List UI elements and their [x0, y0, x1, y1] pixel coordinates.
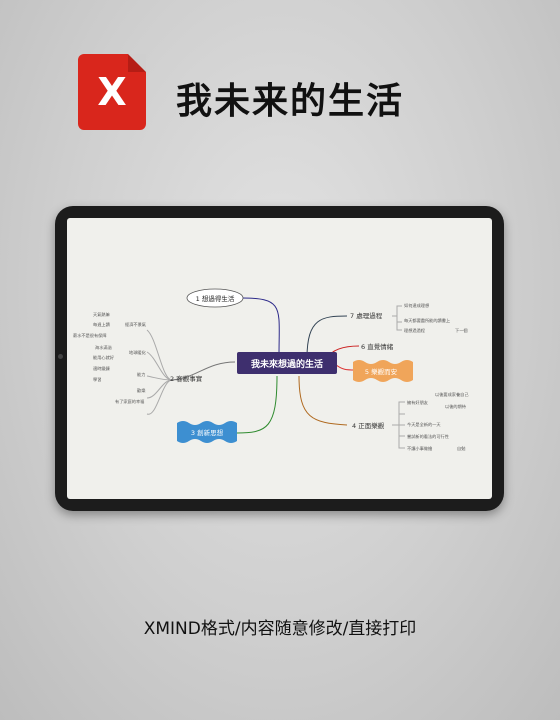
branch-b2[interactable]: 2 客觀事實	[170, 374, 203, 383]
b2-child-7: 地球暖化	[129, 349, 147, 356]
b7-child-1: 如何達成理想	[404, 302, 429, 309]
b4-child-4: 今天是全新的一天	[407, 421, 441, 428]
branch-b3[interactable]: 3 創新思想	[177, 421, 237, 443]
footer-caption: XMIND格式/内容随意修改/直接打印	[143, 619, 417, 639]
tablet-frame: 我未來想過的生活 1 想過得生活 2 客觀事實 天氣熱嘛 每週上讀 經濟不景氣 …	[55, 206, 504, 511]
b2-child-12: 有了家庭的幸福	[115, 398, 144, 405]
branch-b3-label: 3 創新思想	[191, 428, 224, 437]
b2-child-10: 能力	[137, 371, 145, 378]
b7-child-2: 每天都要盡所能的讀書上	[404, 317, 450, 324]
central-topic[interactable]: 我未來想過的生活	[237, 352, 337, 374]
connector-b3	[236, 375, 278, 434]
b4-child-2: 以後要成家養自己	[435, 391, 469, 398]
b4-child-5: 嘗試新的看法的可行性	[407, 433, 449, 440]
branch-b1[interactable]: 1 想過得生活	[186, 288, 244, 308]
connector-b1	[241, 297, 280, 357]
branch-b7[interactable]: 7 處理過程	[350, 311, 383, 320]
branch-b2-label: 2 客觀事實	[170, 374, 203, 383]
connector-b2	[171, 361, 236, 381]
b2-child-1: 天氣熱嘛	[93, 311, 111, 318]
logo-glyph: X	[97, 70, 127, 114]
branch-b7-label: 7 處理過程	[350, 311, 383, 320]
b4-child-7: 自勉	[457, 445, 466, 452]
central-topic-label: 我未來想過的生活	[251, 358, 323, 370]
tablet-screen: 我未來想過的生活 1 想過得生活 2 客觀事實 天氣熱嘛 每週上讀 經濟不景氣 …	[67, 218, 492, 499]
mind-map: 我未來想過的生活 1 想過得生活 2 客觀事實 天氣熱嘛 每週上讀 經濟不景氣 …	[73, 288, 469, 452]
branch-b4[interactable]: 4 正面樂觀	[352, 421, 385, 430]
b2-child-6: 能用心就好	[93, 354, 114, 361]
branch-b6[interactable]: 6 直覺情緒	[361, 342, 394, 351]
b2-child-11: 歡樂	[137, 387, 146, 394]
b2-child-4: 薪水不是很有保障	[73, 332, 107, 339]
b2-child-9: 學習	[93, 376, 101, 383]
b2-child-8: 適時鍛鍊	[93, 365, 111, 372]
b2-child-2: 每週上讀	[93, 321, 111, 328]
connector-b4	[298, 375, 348, 426]
branch-b4-label: 4 正面樂觀	[352, 421, 385, 430]
branch-b1-label: 1 想過得生活	[196, 294, 235, 303]
b7-child-3: 理想過過程	[404, 327, 426, 334]
camera-dot	[58, 354, 63, 359]
connector-b7	[306, 315, 348, 359]
connector-b5	[334, 363, 356, 371]
branch-b5-label: 5 樂觀而安	[365, 367, 398, 376]
logo-fold	[128, 54, 146, 72]
b2-child-5: 海水滿溢	[95, 344, 113, 351]
b2-child-3: 經濟不景氣	[125, 321, 147, 328]
xmind-logo-icon: X	[78, 54, 146, 130]
b4-child-3: 以後的期待	[445, 403, 467, 410]
branch-b6-label: 6 直覺情緒	[361, 342, 394, 351]
b4-child-1: 擁有好朋友	[407, 399, 428, 406]
b7-child-4: 下一個	[455, 327, 468, 334]
page-title: 我未来的生活	[176, 81, 405, 122]
b4-child-6: 不讓小事做擔	[407, 445, 432, 452]
branch-b5[interactable]: 5 樂觀而安	[353, 360, 413, 382]
